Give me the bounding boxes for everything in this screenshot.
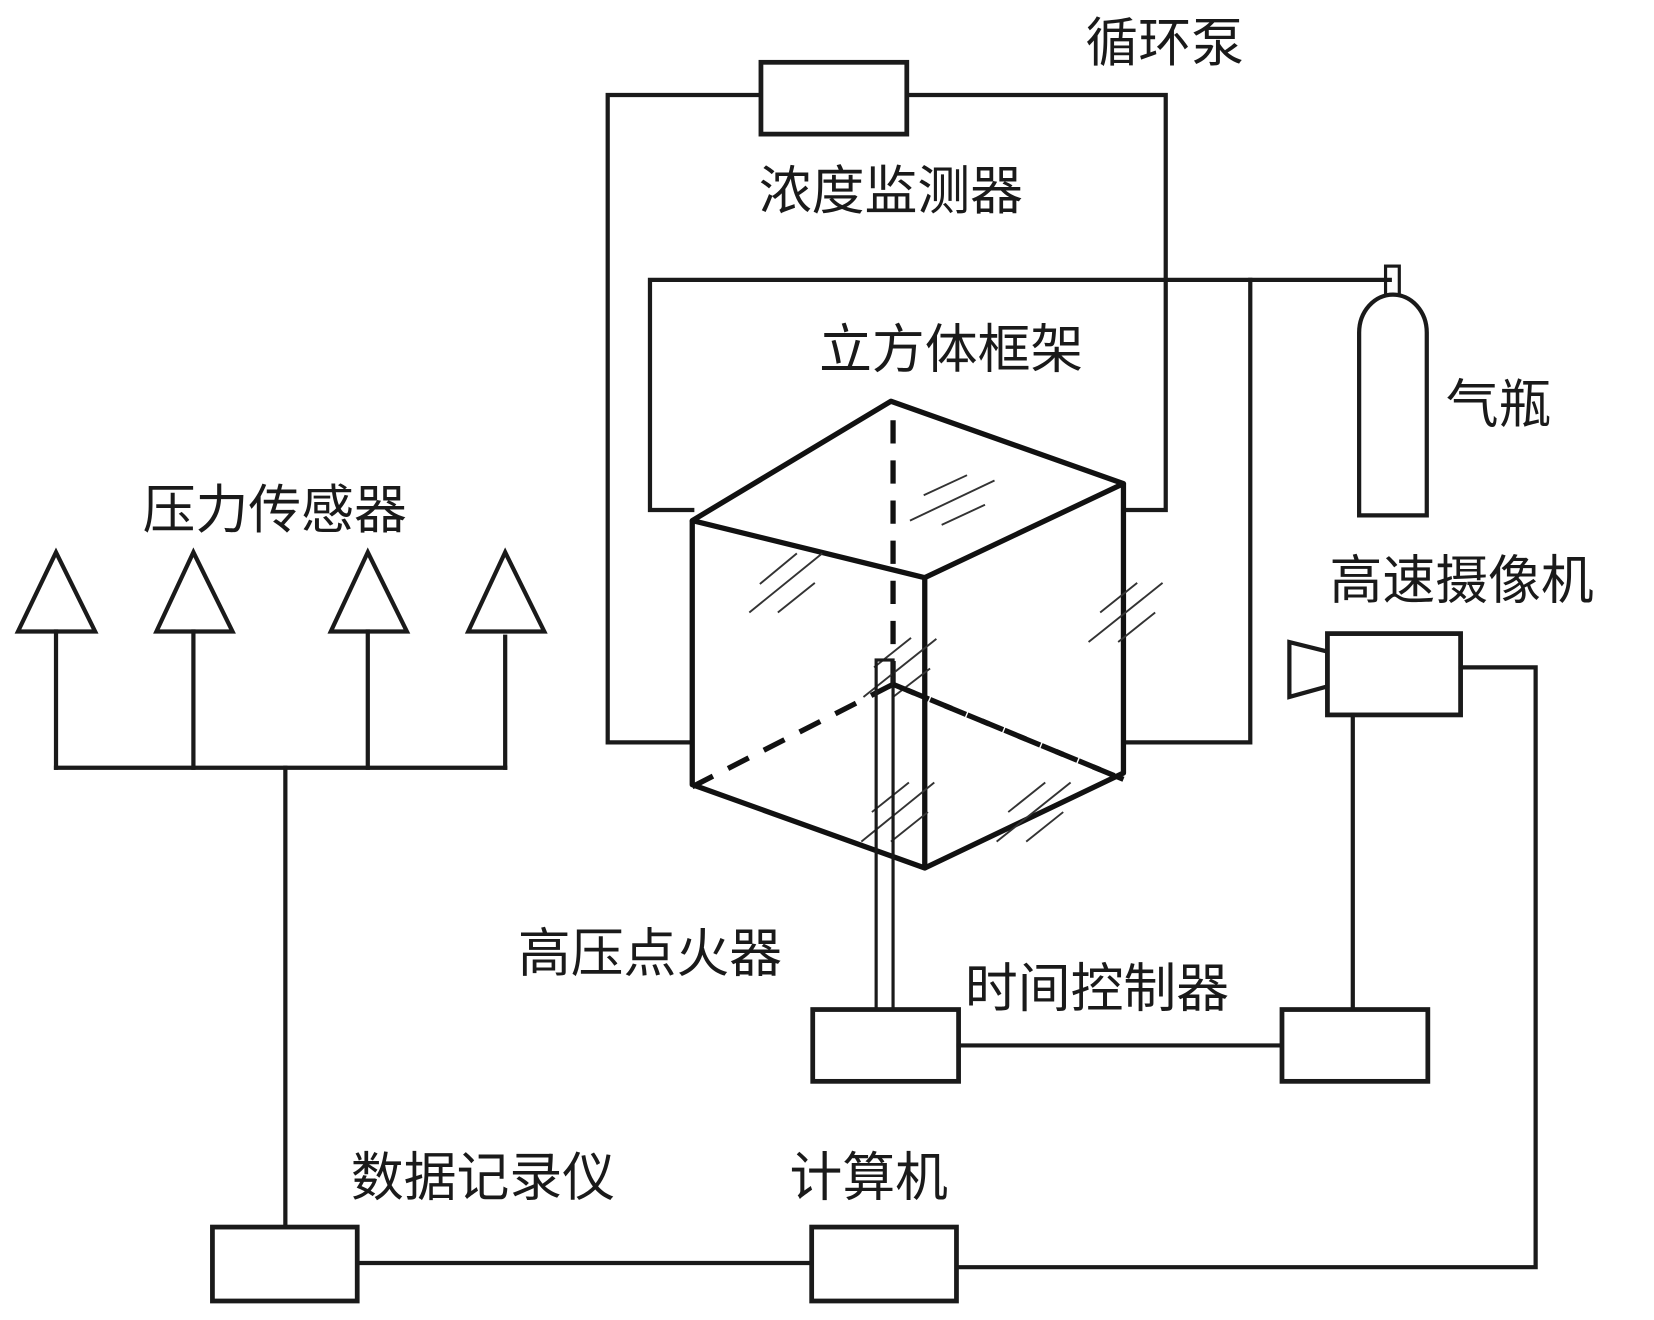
pressure-sensor-icon xyxy=(14,547,99,634)
cube-hidden-edges xyxy=(691,681,1125,790)
cube-hidden-edge-overlay xyxy=(892,681,1125,782)
cube-top-face xyxy=(689,398,1127,581)
label-cube-frame: 立方体框架 xyxy=(819,320,1083,381)
labels: 循环泵 浓度监测器 立方体框架 气瓶 压力传感器 高速摄像机 高压点火器 时间控… xyxy=(143,13,1594,1208)
pump-loop-line-right xyxy=(904,92,1168,513)
label-gas-cylinder: 气瓶 xyxy=(1446,374,1552,435)
label-high-speed-camera: 高速摄像机 xyxy=(1330,551,1594,612)
cube-frame xyxy=(689,398,1164,871)
electrode-rod xyxy=(874,658,895,1014)
label-hv-igniter: 高压点火器 xyxy=(518,924,782,985)
pressure-sensors xyxy=(14,547,548,1230)
pump-loop-line xyxy=(605,92,764,745)
cube-left-face xyxy=(689,520,928,871)
cube-right-face xyxy=(923,483,1127,871)
cylinder-body xyxy=(1357,292,1429,518)
camera-to-computer-line xyxy=(954,665,1538,1270)
label-circulation-pump: 循环泵 xyxy=(1085,13,1244,74)
gas-feed-line xyxy=(1121,277,1253,745)
hv-igniter-box xyxy=(810,1007,961,1084)
circulation-loop xyxy=(605,59,1168,745)
recording-boxes xyxy=(210,1224,959,1304)
label-concentration-monitor: 浓度监测器 xyxy=(759,161,1023,222)
circulation-pump-box xyxy=(758,59,910,137)
high-speed-camera xyxy=(954,631,1538,1270)
control-boxes xyxy=(810,1007,1431,1084)
label-data-recorder: 数据记录仪 xyxy=(351,1147,615,1208)
time-controller-box xyxy=(1279,1007,1431,1084)
computer-box xyxy=(809,1224,959,1304)
pressure-sensor-icon xyxy=(153,547,236,634)
pressure-sensor-icon xyxy=(327,547,411,634)
data-recorder-box xyxy=(210,1224,360,1304)
pressure-sensor-icon xyxy=(464,547,548,634)
label-computer: 计算机 xyxy=(789,1147,948,1208)
camera-body xyxy=(1325,631,1463,718)
monitor-loop-line xyxy=(647,277,1392,513)
label-pressure-sensors: 压力传感器 xyxy=(143,480,407,541)
monitor-loop xyxy=(647,277,1392,745)
gas-cylinder xyxy=(1357,264,1429,518)
label-time-controller: 时间控制器 xyxy=(965,958,1229,1019)
camera-lens-icon xyxy=(1287,639,1330,700)
